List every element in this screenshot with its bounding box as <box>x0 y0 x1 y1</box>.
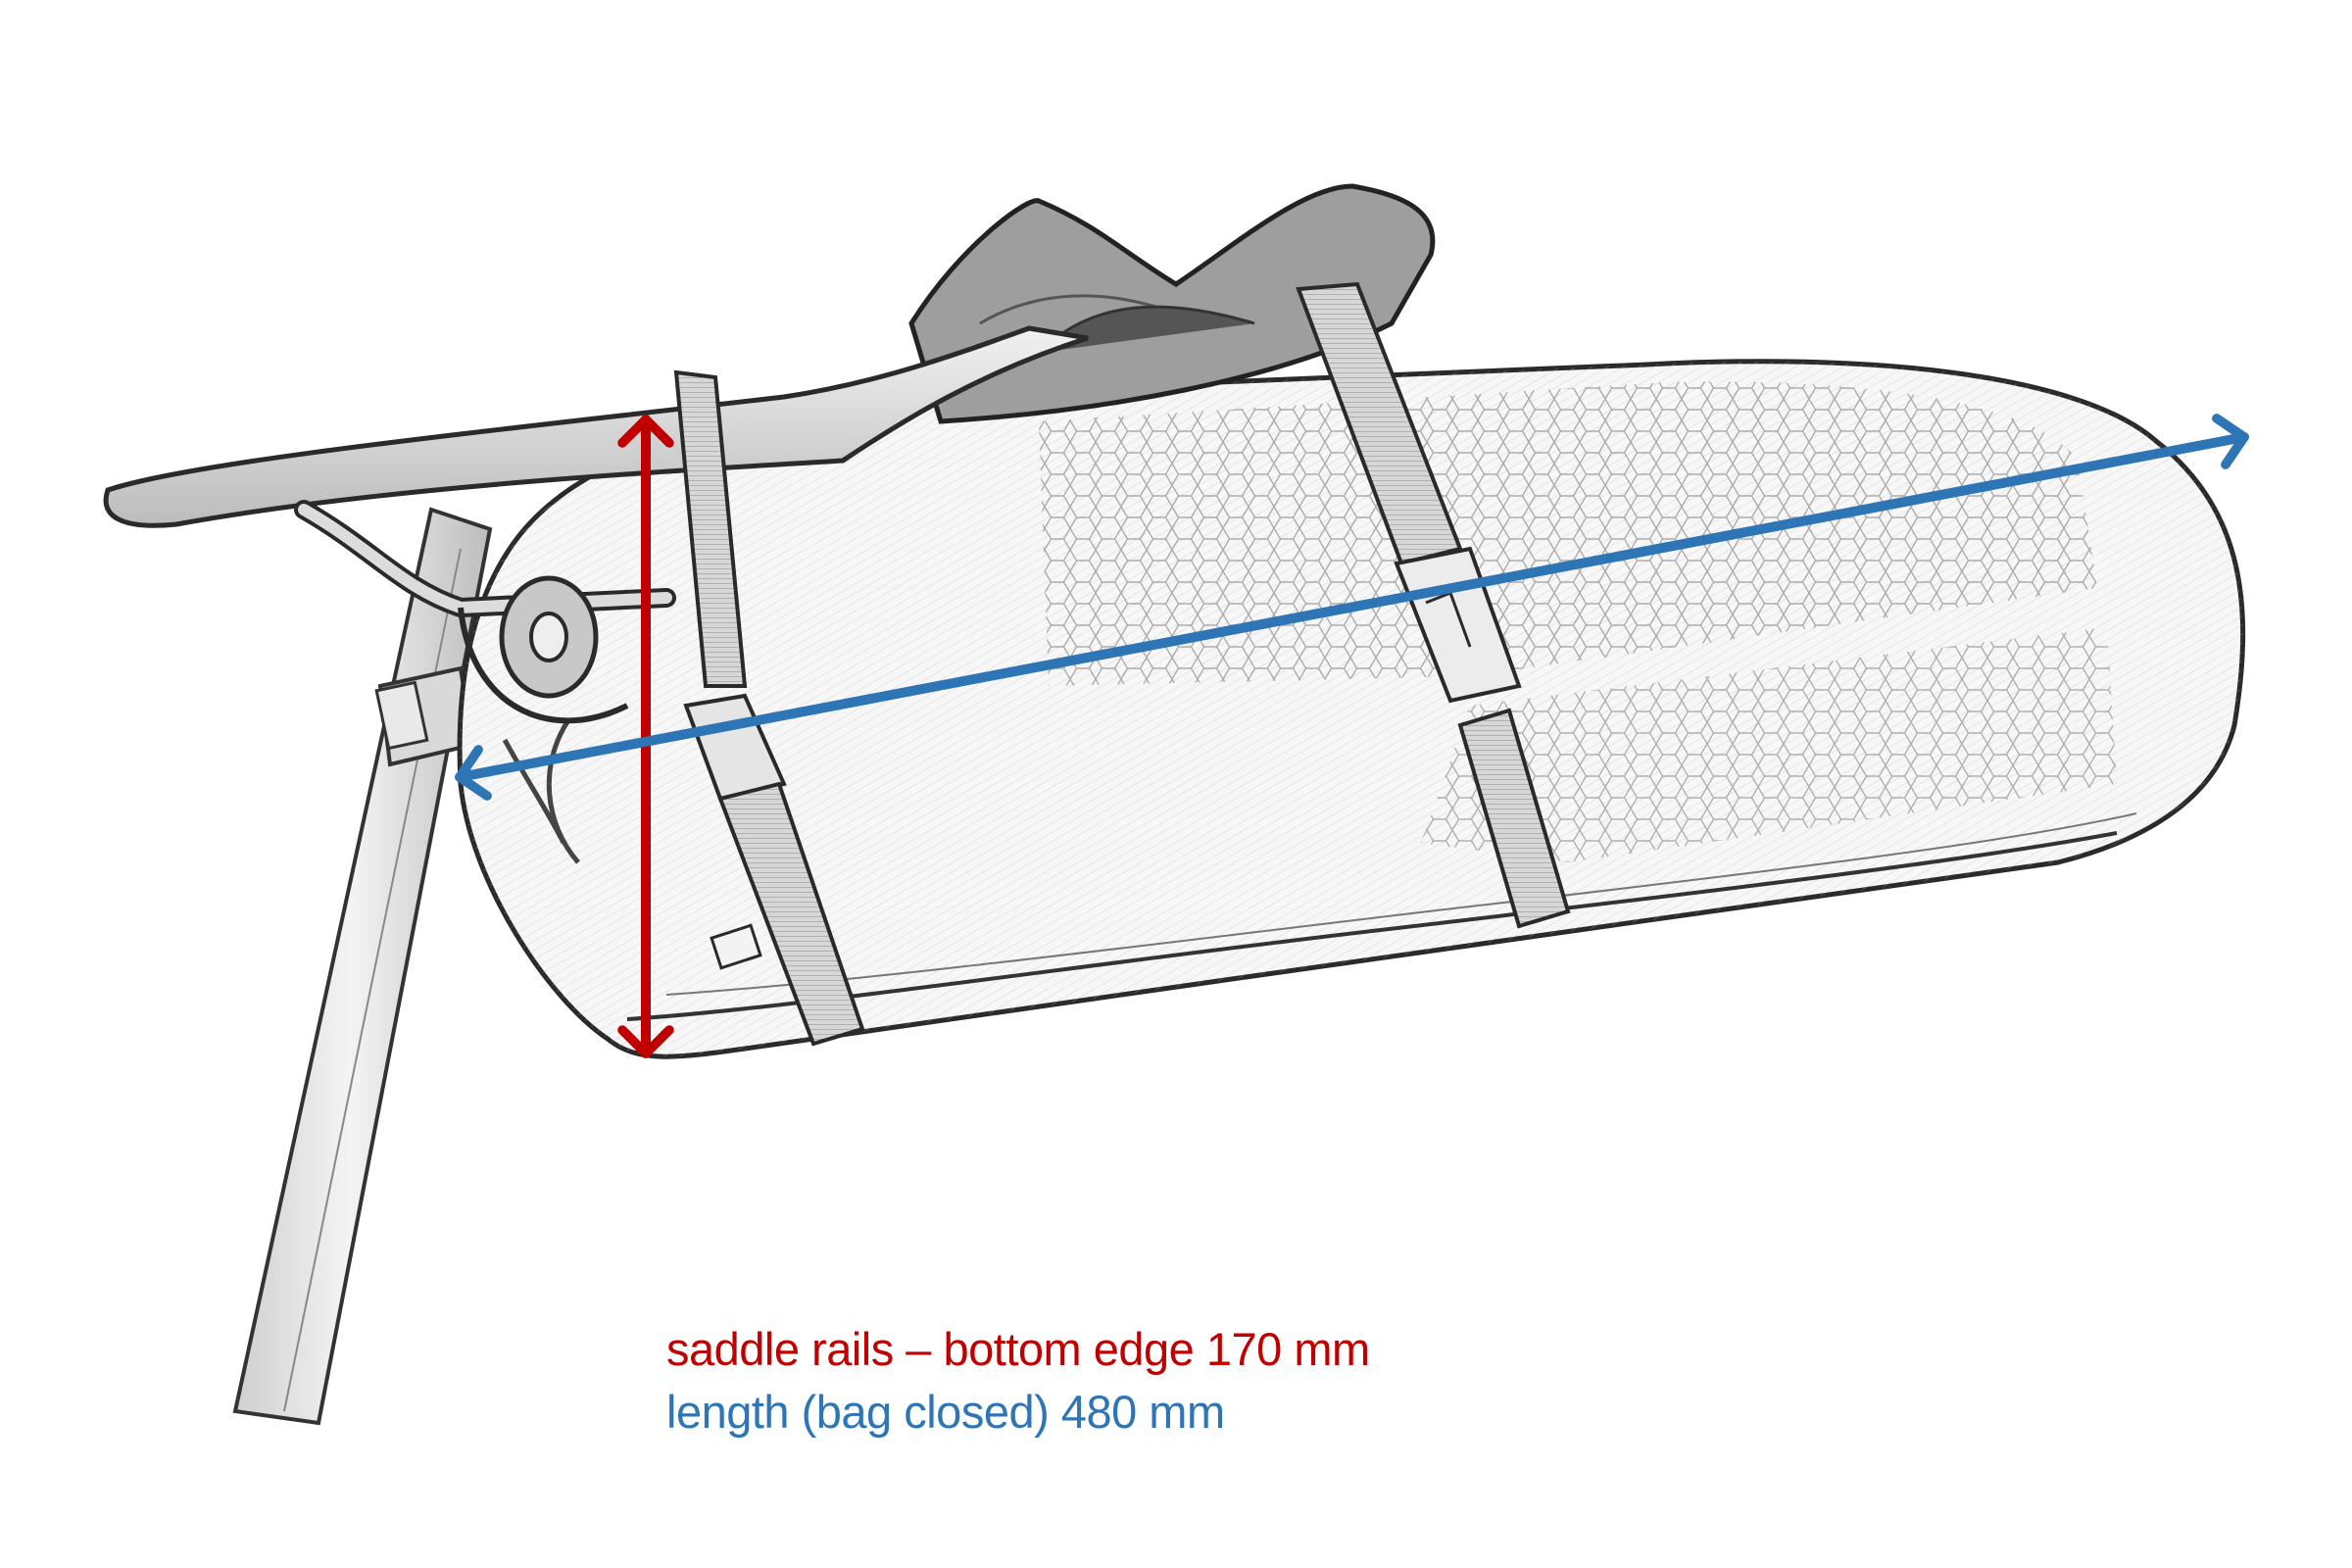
front-buckle <box>710 923 762 970</box>
length-dimension-label: length (bag closed) 480 mm <box>666 1386 1225 1438</box>
length-dimension-arrow <box>455 414 2249 801</box>
seatpost <box>232 507 493 1426</box>
dimension-legend: saddle rails – bottom edge 170 mm length… <box>666 1318 1370 1444</box>
height-dimension-label: saddle rails – bottom edge 170 mm <box>666 1323 1370 1375</box>
roll-top-closure <box>908 183 1436 424</box>
